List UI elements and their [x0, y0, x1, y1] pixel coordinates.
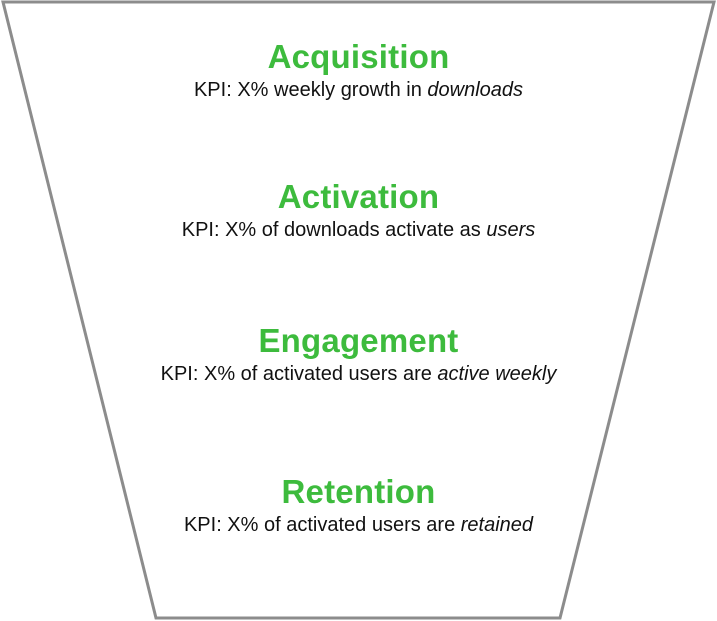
stage-kpi: KPI: X% weekly growth in downloads — [0, 77, 717, 103]
stage-kpi: KPI: X% of activated users are retained — [0, 512, 717, 538]
kpi-text: KPI: X% of activated users are — [183, 514, 461, 536]
funnel-stage-acquisition: Acquisition KPI: X% weekly growth in dow… — [0, 38, 717, 103]
funnel-stage-activation: Activation KPI: X% of downloads activate… — [0, 178, 717, 243]
kpi-emphasis: users — [486, 219, 536, 241]
stage-kpi: KPI: X% of activated users are active we… — [0, 361, 717, 387]
kpi-emphasis: retained — [460, 514, 534, 536]
stage-title: Retention — [281, 473, 436, 510]
kpi-text: KPI: X% of activated users are — [160, 363, 438, 385]
funnel-stage-retention: Retention KPI: X% of activated users are… — [0, 473, 717, 538]
kpi-emphasis: downloads — [427, 79, 524, 101]
kpi-text: KPI: X% weekly growth in — [193, 79, 428, 101]
kpi-text: KPI: X% of downloads activate as — [181, 219, 487, 241]
stage-title: Engagement — [258, 322, 459, 359]
stage-title: Acquisition — [267, 38, 450, 75]
kpi-emphasis: active weekly — [437, 363, 557, 385]
stage-title: Activation — [277, 178, 440, 215]
funnel-stage-engagement: Engagement KPI: X% of activated users ar… — [0, 322, 717, 387]
stage-kpi: KPI: X% of downloads activate as users — [0, 217, 717, 243]
